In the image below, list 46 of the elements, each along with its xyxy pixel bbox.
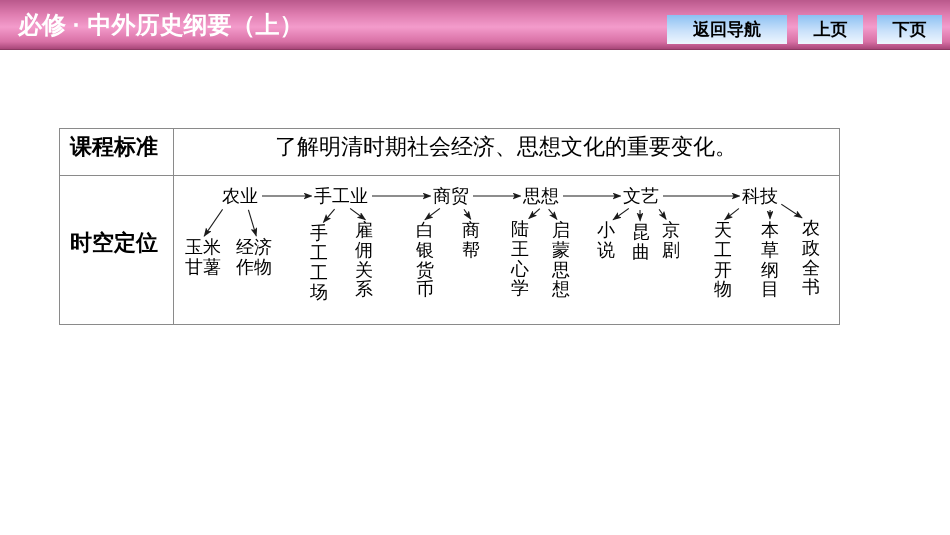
arrow [372,192,432,200]
category-label: 手工业 [314,186,368,206]
arrow [248,210,258,236]
arrow [663,192,740,200]
category-label: 农业 [222,186,258,206]
item-label: 昆曲 [632,223,650,263]
arrow [636,210,644,222]
arrow [528,208,540,220]
category-label: 商贸 [433,186,469,206]
arrow [262,192,312,200]
category-label: 文艺 [623,186,659,206]
arrow [548,208,558,220]
row-heading: 时空定位 [70,230,158,256]
arrow [322,208,336,223]
arrow [473,192,522,200]
arrow [464,209,472,220]
item-label: 小说 [597,221,615,261]
item-label: 启蒙思想 [552,221,570,300]
item-label: 白银货币 [416,221,434,300]
page-title: 必修 · 中外历史纲要（上） [18,11,304,41]
arrow [612,208,630,220]
row-heading: 课程标准 [70,134,158,160]
curriculum-standard-text: 了解明清时期社会经济、思想文化的重要变化。 [275,134,737,160]
category-label: 科技 [742,186,778,206]
arrow [563,192,622,200]
item-label: 经济作物 [236,238,272,278]
previous-page-button: 上页 [798,15,863,44]
item-label: 玉米甘薯 [185,238,221,278]
arrow [424,208,440,220]
arrow [724,208,740,220]
arrow [766,210,774,220]
item-label: 农政全书 [802,219,820,298]
arrow [350,208,366,220]
item-label: 京剧 [662,221,680,261]
item-label: 陆王心学 [511,220,529,300]
item-label: 本草纲目 [761,221,779,300]
item-label: 手工工场 [310,224,328,304]
next-page-button: 下页 [877,15,942,44]
arrow [781,204,802,218]
item-label: 天工开物 [714,221,732,300]
arrow [658,208,667,220]
arrow [204,208,224,237]
item-label: 商帮 [462,221,480,261]
category-label: 思想 [523,186,559,206]
back-to-navigation-button: 返回导航 [667,15,787,44]
item-label: 雇佣关系 [355,221,373,300]
